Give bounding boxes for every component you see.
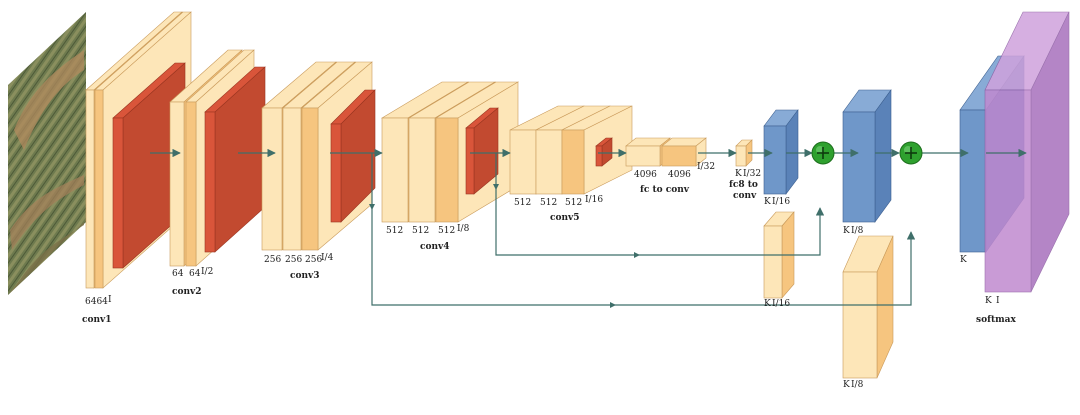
output-channels-label: K <box>960 255 967 265</box>
skip-pool3-channels-label: K <box>843 380 850 390</box>
conv5-pool <box>595 137 613 167</box>
skip-line-pool3 <box>371 153 916 306</box>
conv4-channels-c-label: 512 <box>438 226 455 236</box>
skip-pool4-size-label: I/16 <box>772 299 790 309</box>
conv5-size-label: I/16 <box>585 195 603 205</box>
softmax-channels-label: K <box>985 296 992 306</box>
softmax-size-label: I <box>996 296 1000 306</box>
conv3-channels-a-label: 256 <box>264 255 281 265</box>
conv3-size-label: I/4 <box>321 253 334 263</box>
conv3-channels-b-label: 256 <box>285 255 302 265</box>
add-node-1-plus-circle-icon <box>811 141 835 165</box>
upscore2-size-label: I/8 <box>851 226 864 236</box>
conv2-label: conv2 <box>172 287 202 297</box>
conv5-channels-c-label: 512 <box>565 198 582 208</box>
conv3-channels-c-label: 256 <box>305 255 322 265</box>
conv4-size-label: I/8 <box>457 224 470 234</box>
add-node-2-plus-circle-icon <box>899 141 923 165</box>
fc8-size-label: I/32 <box>743 169 761 179</box>
stage-labels: conv1 conv2 conv3 conv4 conv5 fc to conv… <box>82 180 1016 325</box>
upscore1-size-label: I/16 <box>772 197 790 207</box>
upscore2-channels-label: K <box>843 226 850 236</box>
conv1-pool <box>112 62 186 269</box>
conv4-label: conv4 <box>420 242 450 252</box>
conv1-label: conv1 <box>82 315 112 325</box>
conv1-channels-label: 6464 <box>85 297 108 307</box>
softmax-block <box>984 11 1070 293</box>
conv2-channels-a-label: 64 <box>172 269 184 279</box>
upscore2-block <box>842 89 892 223</box>
skip-pool3-block <box>842 235 894 379</box>
input-image <box>8 12 86 295</box>
upscore1-block <box>763 109 799 195</box>
fc-channels-b-label: 4096 <box>668 170 691 180</box>
dimension-labels: 6464 I 64 64 I/2 256 256 256 I/4 512 512… <box>85 162 1000 390</box>
conv3-label: conv3 <box>290 271 320 281</box>
conv4-channels-a-label: 512 <box>386 226 403 236</box>
conv5-channels-a-label: 512 <box>514 198 531 208</box>
fc-to-conv-label: fc to conv <box>640 185 690 195</box>
skip-pool4-block <box>763 211 795 299</box>
conv1-size-label: I <box>108 295 112 305</box>
fc-block-b <box>661 137 707 167</box>
conv2-size-label: I/2 <box>201 267 213 277</box>
skip-pool3-size-label: I/8 <box>851 380 864 390</box>
fc8-channels-label: K <box>735 169 742 179</box>
fc8-to-conv-label-line2: conv <box>733 191 757 201</box>
skip-pool4-channels-label: K <box>764 299 771 309</box>
conv4-channels-b-label: 512 <box>412 226 429 236</box>
conv5-label: conv5 <box>550 213 580 223</box>
skip-line-pool4 <box>495 153 825 256</box>
conv2-channels-b-label: 64 <box>189 269 201 279</box>
softmax-label: softmax <box>976 315 1016 325</box>
conv3-pool <box>330 89 376 223</box>
fc-channels-a-label: 4096 <box>634 170 657 180</box>
upscore1-channels-label: K <box>764 197 771 207</box>
fc-size-label: I/32 <box>697 162 715 172</box>
conv5-channels-b-label: 512 <box>540 198 557 208</box>
conv4-pool <box>465 107 499 195</box>
fc8-to-conv-label-line1: fc8 to <box>729 180 758 190</box>
